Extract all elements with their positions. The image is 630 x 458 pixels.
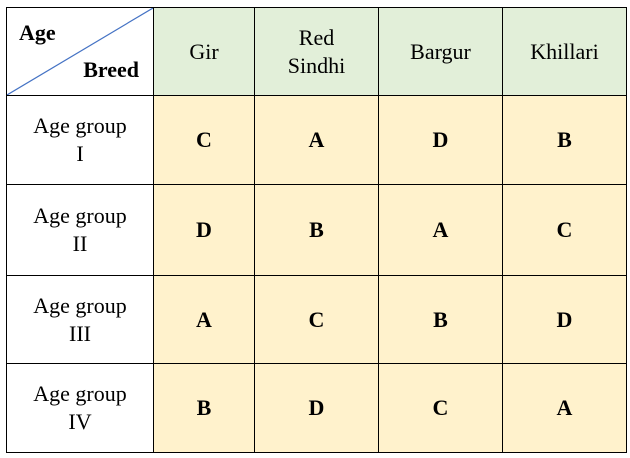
- treatment-cell: A: [502, 363, 627, 453]
- corner-col-label: Breed: [83, 57, 139, 82]
- table-row: Age group II D B A C: [6, 184, 627, 276]
- header-row: Age Breed Gir Red Sindhi Bargur Khillari: [6, 7, 627, 96]
- table-row: Age group I C A D B: [6, 95, 627, 185]
- treatment-cell: B: [502, 95, 627, 185]
- treatment-cell: C: [502, 184, 627, 276]
- treatment-cell: A: [153, 275, 255, 364]
- breed-header-bargur: Bargur: [378, 7, 503, 96]
- table-row: Age group IV B D C A: [6, 363, 627, 453]
- row-label-numeral: I: [76, 141, 84, 166]
- row-header-age-group-4: Age group IV: [6, 363, 154, 453]
- diagonal-divider: [7, 8, 153, 95]
- row-header-age-group-3: Age group III: [6, 275, 154, 364]
- table-row: Age group III A C B D: [6, 275, 627, 364]
- treatment-cell: B: [153, 363, 255, 453]
- row-label: Age group: [33, 113, 127, 138]
- breed-label: Gir: [189, 38, 219, 64]
- treatment-cell: D: [153, 184, 255, 276]
- treatment-cell: A: [254, 95, 379, 185]
- row-label: Age group: [33, 292, 127, 318]
- row-header-age-group-1: Age group I: [6, 95, 154, 185]
- breed-label: Khillari: [530, 38, 599, 64]
- row-label-numeral: III: [69, 320, 91, 346]
- treatment-cell: C: [153, 95, 255, 185]
- breed-header-red-sindhi: Red Sindhi: [254, 7, 379, 96]
- treatment-cell: A: [378, 184, 503, 276]
- treatment-cell: C: [254, 275, 379, 364]
- treatment-cell: D: [502, 275, 627, 364]
- treatment-cell: B: [254, 184, 379, 276]
- row-label: Age group: [33, 203, 127, 228]
- row-label: Age group: [33, 381, 127, 406]
- treatment-cell: B: [378, 275, 503, 364]
- corner-row-label: Age: [19, 20, 56, 45]
- breed-label: Bargur: [410, 38, 471, 64]
- row-header-age-group-2: Age group II: [6, 184, 154, 276]
- treatment-cell: D: [254, 363, 379, 453]
- breed-label: Red: [298, 24, 335, 50]
- row-label-numeral: II: [72, 231, 88, 256]
- treatment-cell: D: [378, 95, 503, 185]
- breed-header-gir: Gir: [153, 7, 255, 96]
- breed-header-khillari: Khillari: [502, 7, 627, 96]
- latin-square-table: Age Breed Gir Red Sindhi Bargur Khillari…: [6, 7, 627, 453]
- treatment-cell: C: [378, 363, 503, 453]
- breed-label-line2: Sindhi: [287, 52, 346, 78]
- corner-header-cell: Age Breed: [6, 7, 154, 96]
- row-label-numeral: IV: [68, 409, 92, 434]
